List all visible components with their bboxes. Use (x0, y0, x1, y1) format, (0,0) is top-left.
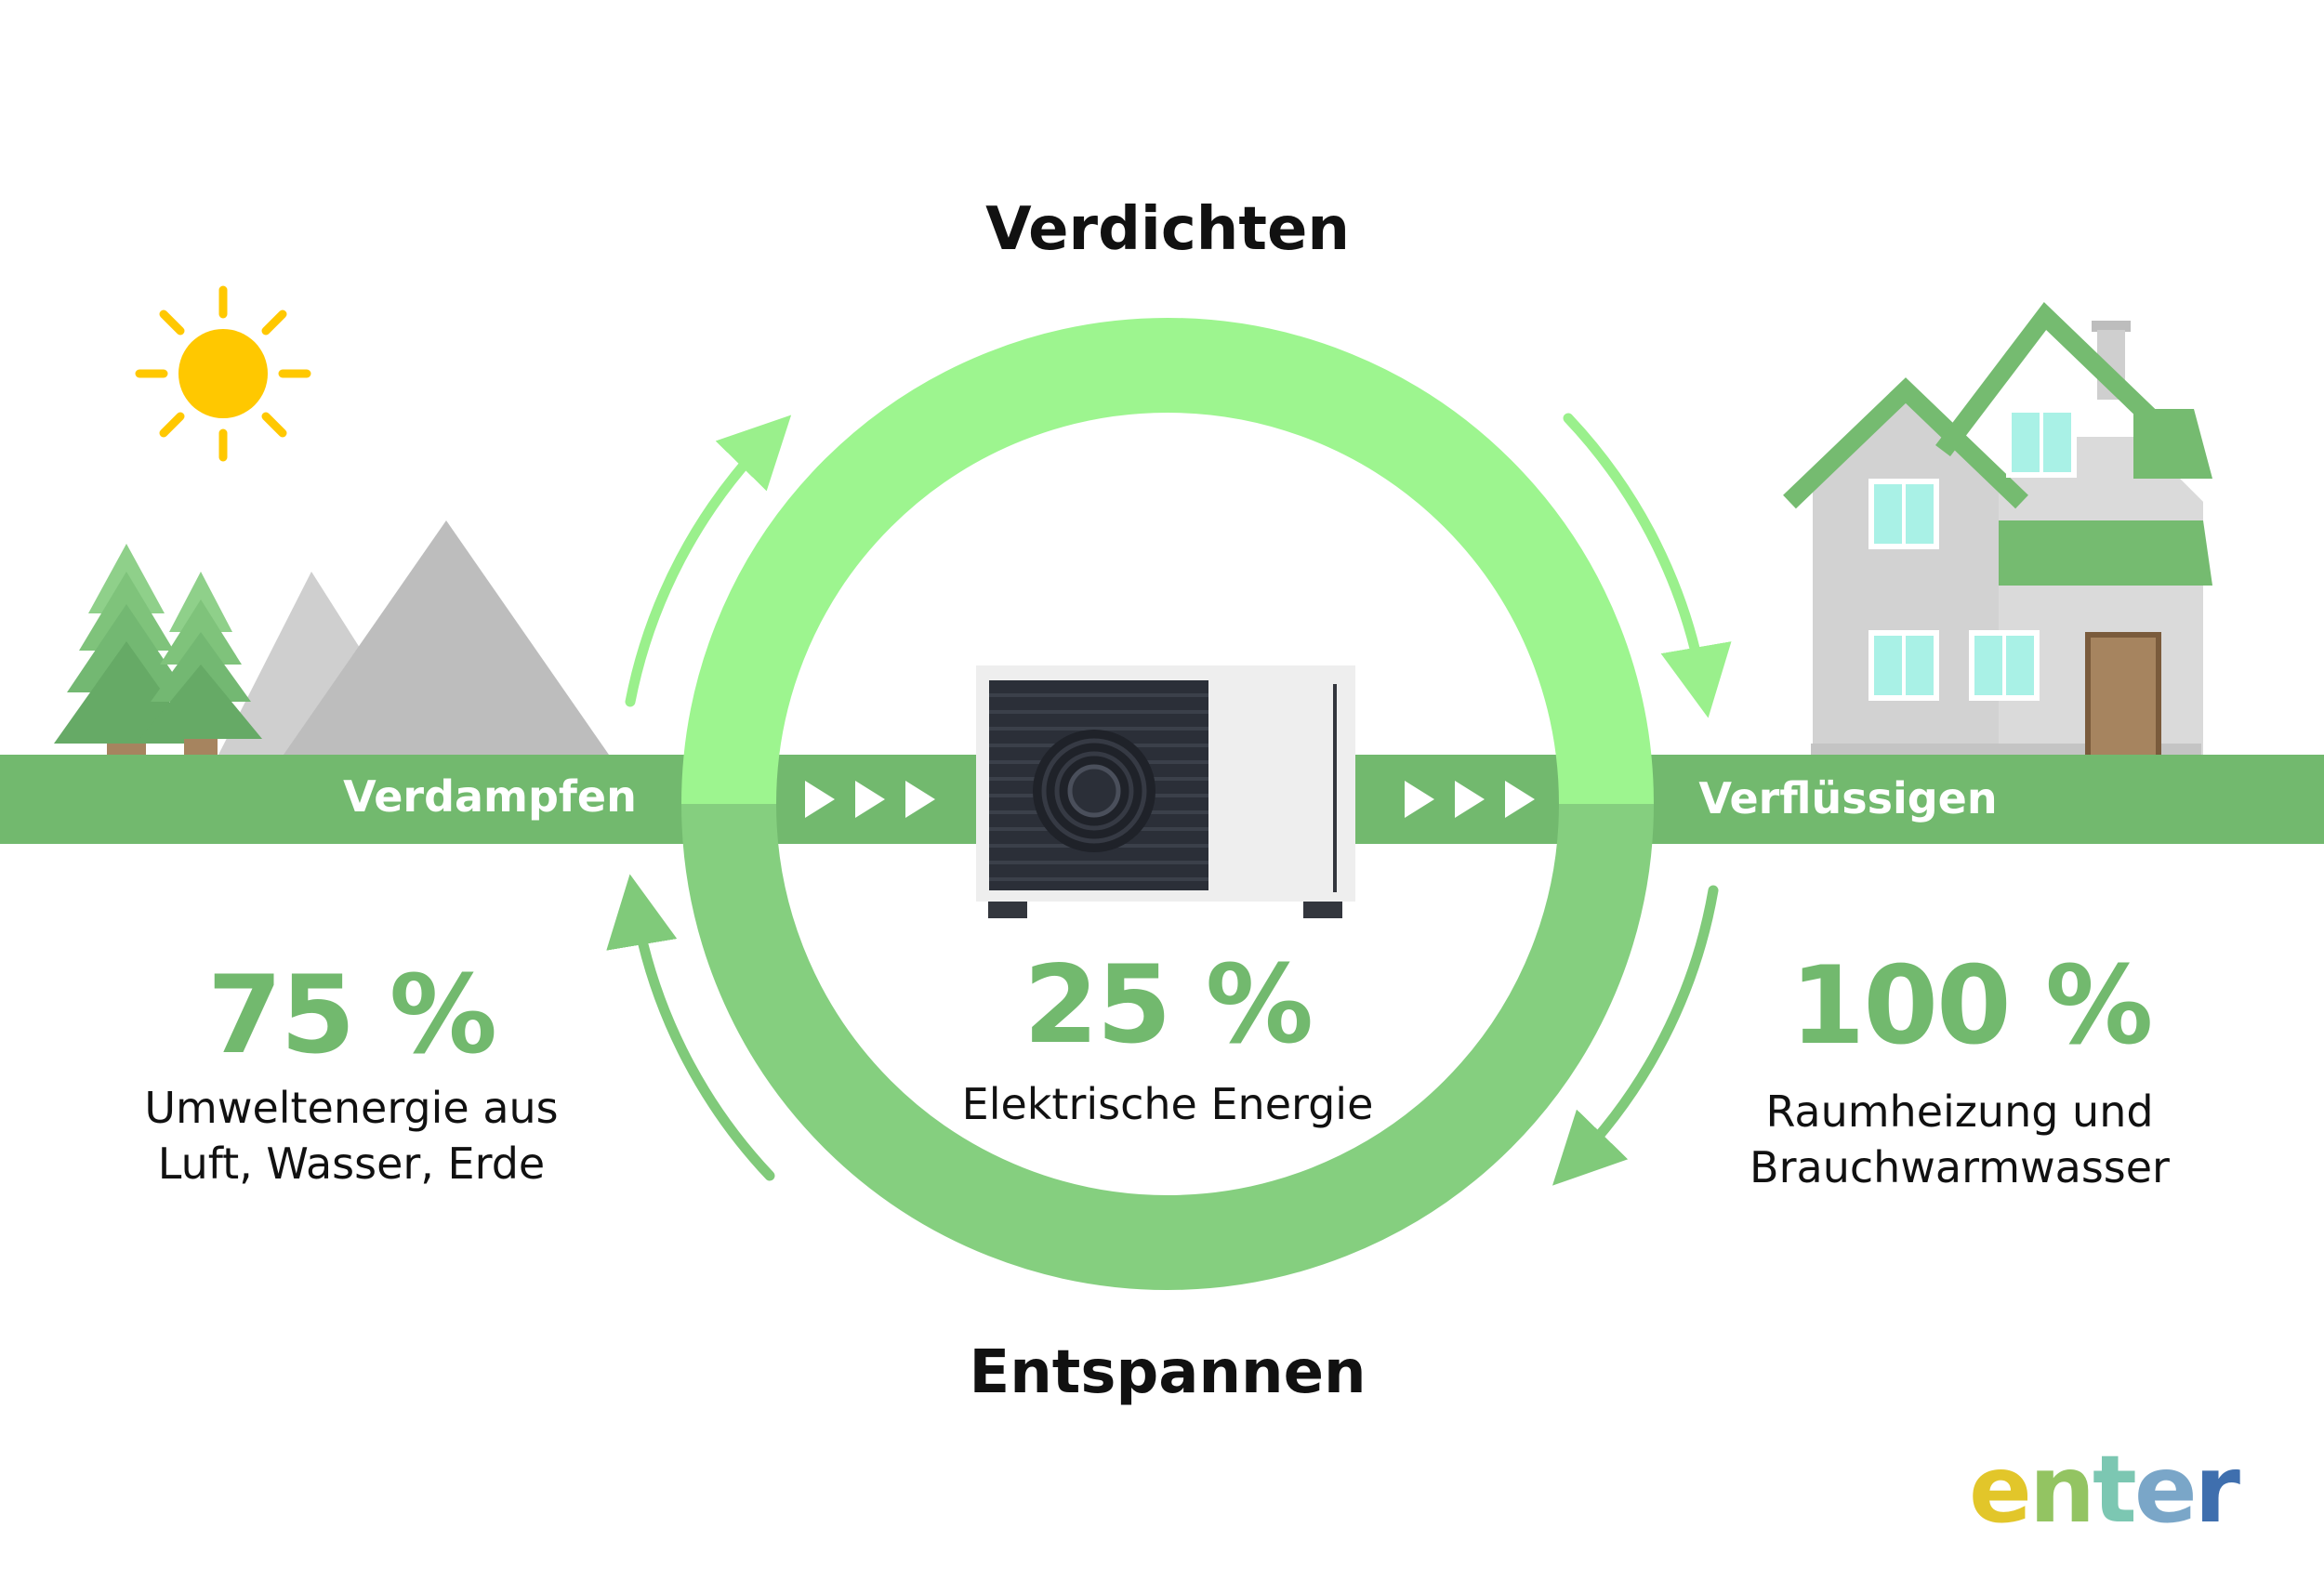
house-icon (1783, 301, 2212, 758)
heating-output-percent: 100 % (1789, 943, 2154, 1069)
ambient-energy-percent: 75 % (206, 953, 497, 1078)
logo-letter: r (2194, 1435, 2240, 1544)
electric-energy-percent: 25 % (1023, 942, 1314, 1068)
cycle-arrow-icon (606, 413, 1732, 1186)
ambient-energy-text: Umweltenergie aus Luft, Wasser, Erde (144, 1083, 559, 1189)
tree-icon (54, 544, 262, 762)
play-arrow-icon (805, 781, 1535, 818)
logo-letter: e (1969, 1435, 2032, 1544)
compress-title: Verdichten (985, 195, 1350, 264)
heat-pump-unit-icon (976, 665, 1355, 918)
electric-energy-text: Elektrische Energie (961, 1079, 1374, 1129)
heating-output-text: Raumheizung und Brauchwarmwasser (1750, 1086, 2170, 1192)
sun-icon (135, 285, 311, 462)
refrigerant-cycle-ring (681, 318, 1654, 1290)
logo-letter: n (2028, 1435, 2095, 1544)
mountain-icon (218, 520, 609, 755)
logo-letter: t (2093, 1435, 2137, 1544)
enter-logo: enter (1969, 1435, 2240, 1544)
logo-letter: e (2133, 1435, 2198, 1544)
evaporate-label: Verdampfen (343, 771, 637, 822)
expand-title: Entspannen (969, 1338, 1367, 1407)
condense-label: Verflüssigen (1698, 773, 1998, 823)
